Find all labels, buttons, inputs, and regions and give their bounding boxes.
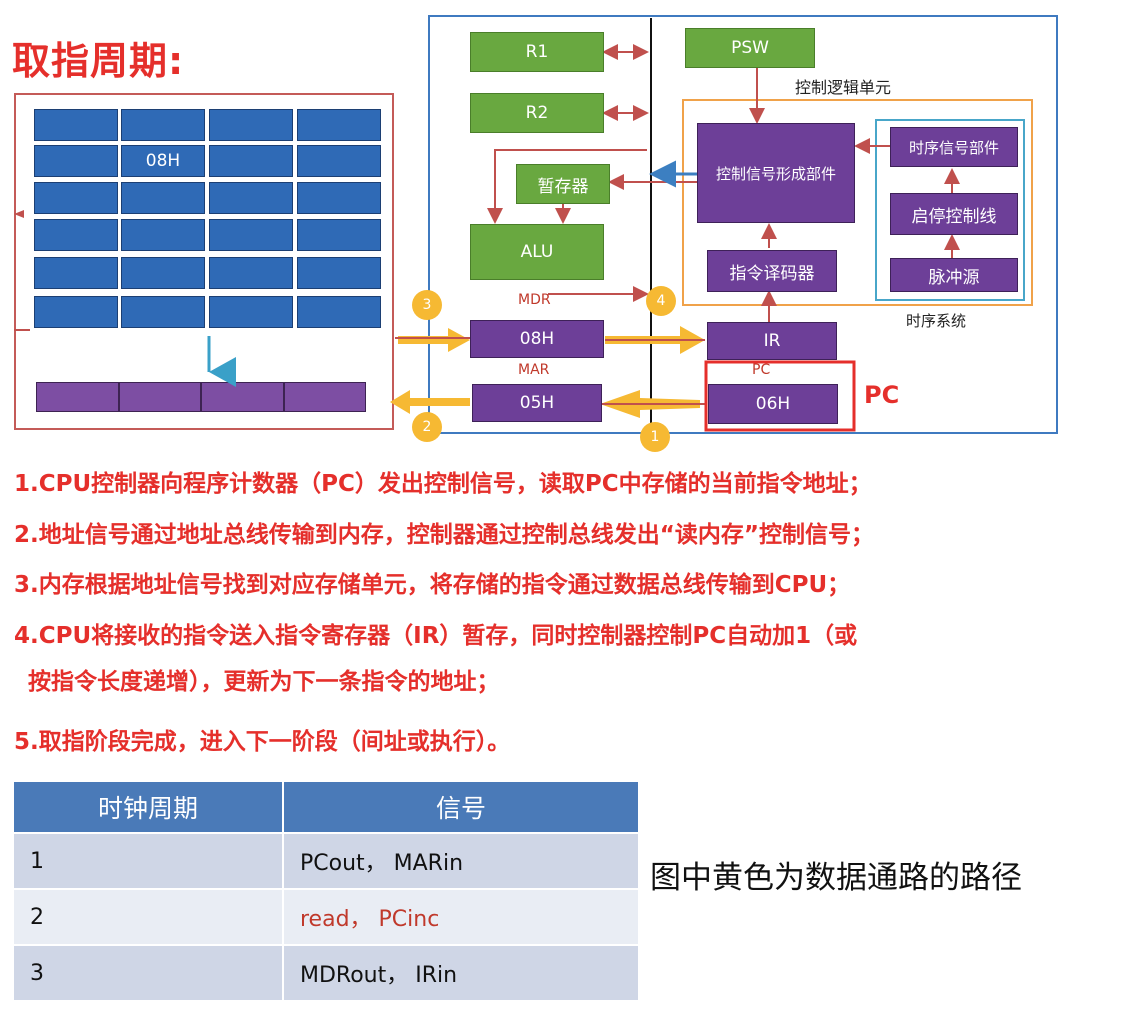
table-row: 3 MDRout， IRin [14,944,640,1000]
memory-cell [34,182,118,214]
timing-system-label: 时序系统 [906,312,967,330]
memory-cell [209,219,293,251]
memory-cell [209,257,293,289]
buffer-cell [118,382,201,412]
page-title: 取指周期: [12,39,185,83]
memory-panel [14,93,394,430]
table-row: 1 PCout， MARin [14,832,640,889]
table-row: 2 read， PCinc [14,888,640,945]
memory-cell [209,109,293,141]
memory-cell [34,219,118,251]
buffer-cell [36,382,119,412]
mar-register: 05H [472,384,602,422]
psw-register: PSW [685,28,815,68]
memory-cell [297,145,381,177]
step-text-2: 2.地址信号通过地址总线传输到内存，控制器通过控制总线发出“读内存”控制信号； [14,522,874,548]
datapath-note: 图中黄色为数据通路的路径 [650,860,1022,896]
memory-cell [121,109,205,141]
start-stop-line: 启停控制线 [890,193,1018,235]
control-logic-frame [682,99,1033,306]
signal-cell: MDRout， IRin [283,944,640,1000]
control-logic-label: 控制逻辑单元 [795,78,892,97]
step-text-4: 4.CPU将接收的指令送入指令寄存器（IR）暂存，同时控制器控制PC自动加1（或 [14,623,858,649]
ir-register: IR [707,322,837,360]
memory-cell [121,219,205,251]
memory-cell [209,296,293,328]
signal-table: 时钟周期 信号 1 PCout， MARin 2 read， PCinc 3 M… [14,782,640,1000]
r1-register: R1 [470,32,604,72]
pc-highlight-box [704,360,856,432]
mar-label: MAR [518,362,550,378]
memory-cell [34,296,118,328]
pc-label: PC [752,362,771,378]
table-header-cycle: 时钟周期 [14,782,284,833]
alu: ALU [470,224,604,280]
memory-buffer-row [36,382,366,412]
step-text-4-cont: 按指令长度递增），更新为下一条指令的地址； [28,669,500,695]
step-text-3: 3.内存根据地址信号找到对应存储单元，将存储的指令通过数据总线传输到CPU； [14,572,851,598]
pc-highlight-label: PC [864,381,900,409]
pulse-source: 脉冲源 [890,258,1018,292]
step-badge-4: 4 [646,286,676,316]
timing-signal-unit: 时序信号部件 [890,127,1018,167]
memory-cell [209,182,293,214]
step-text-1: 1.CPU控制器向程序计数器（PC）发出控制信号，读取PC中存储的当前指令地址； [14,471,872,497]
buffer-cell [283,382,366,412]
datapath-svg [14,18,1033,432]
mdr-register: 08H [470,320,604,358]
timing-frame [875,119,1025,301]
table-header-signal: 信号 [283,782,640,833]
memory-cell: 08H [121,145,205,177]
memory-cell [297,182,381,214]
step-badge-3: 3 [412,290,442,320]
cycle-cell: 2 [14,888,284,945]
signal-cell: read， PCinc [283,888,640,945]
step-text-5: 5.取指阶段完成，进入下一阶段（间址或执行）。 [14,729,511,755]
memory-cell [297,257,381,289]
memory-cell [209,145,293,177]
step-badge-1: 1 [640,422,670,452]
step-badge-2: 2 [412,412,442,442]
temp-register: 暂存器 [516,164,610,204]
pc-register: 06H [708,384,838,424]
memory-cell [34,109,118,141]
memory-cell [34,145,118,177]
r2-register: R2 [470,93,604,133]
memory-cell [297,109,381,141]
mdr-label: MDR [518,292,551,308]
memory-cell [121,257,205,289]
control-signal-unit: 控制信号形成部件 [697,123,855,223]
instruction-decoder: 指令译码器 [707,250,837,292]
memory-cell [297,219,381,251]
buffer-cell [201,382,284,412]
memory-cell [121,296,205,328]
signal-cell: PCout， MARin [283,832,640,889]
memory-cell [121,182,205,214]
cycle-cell: 1 [14,832,284,889]
cycle-cell: 3 [14,944,284,1000]
memory-cell [297,296,381,328]
cpu-panel [428,15,1058,434]
memory-cell [34,257,118,289]
